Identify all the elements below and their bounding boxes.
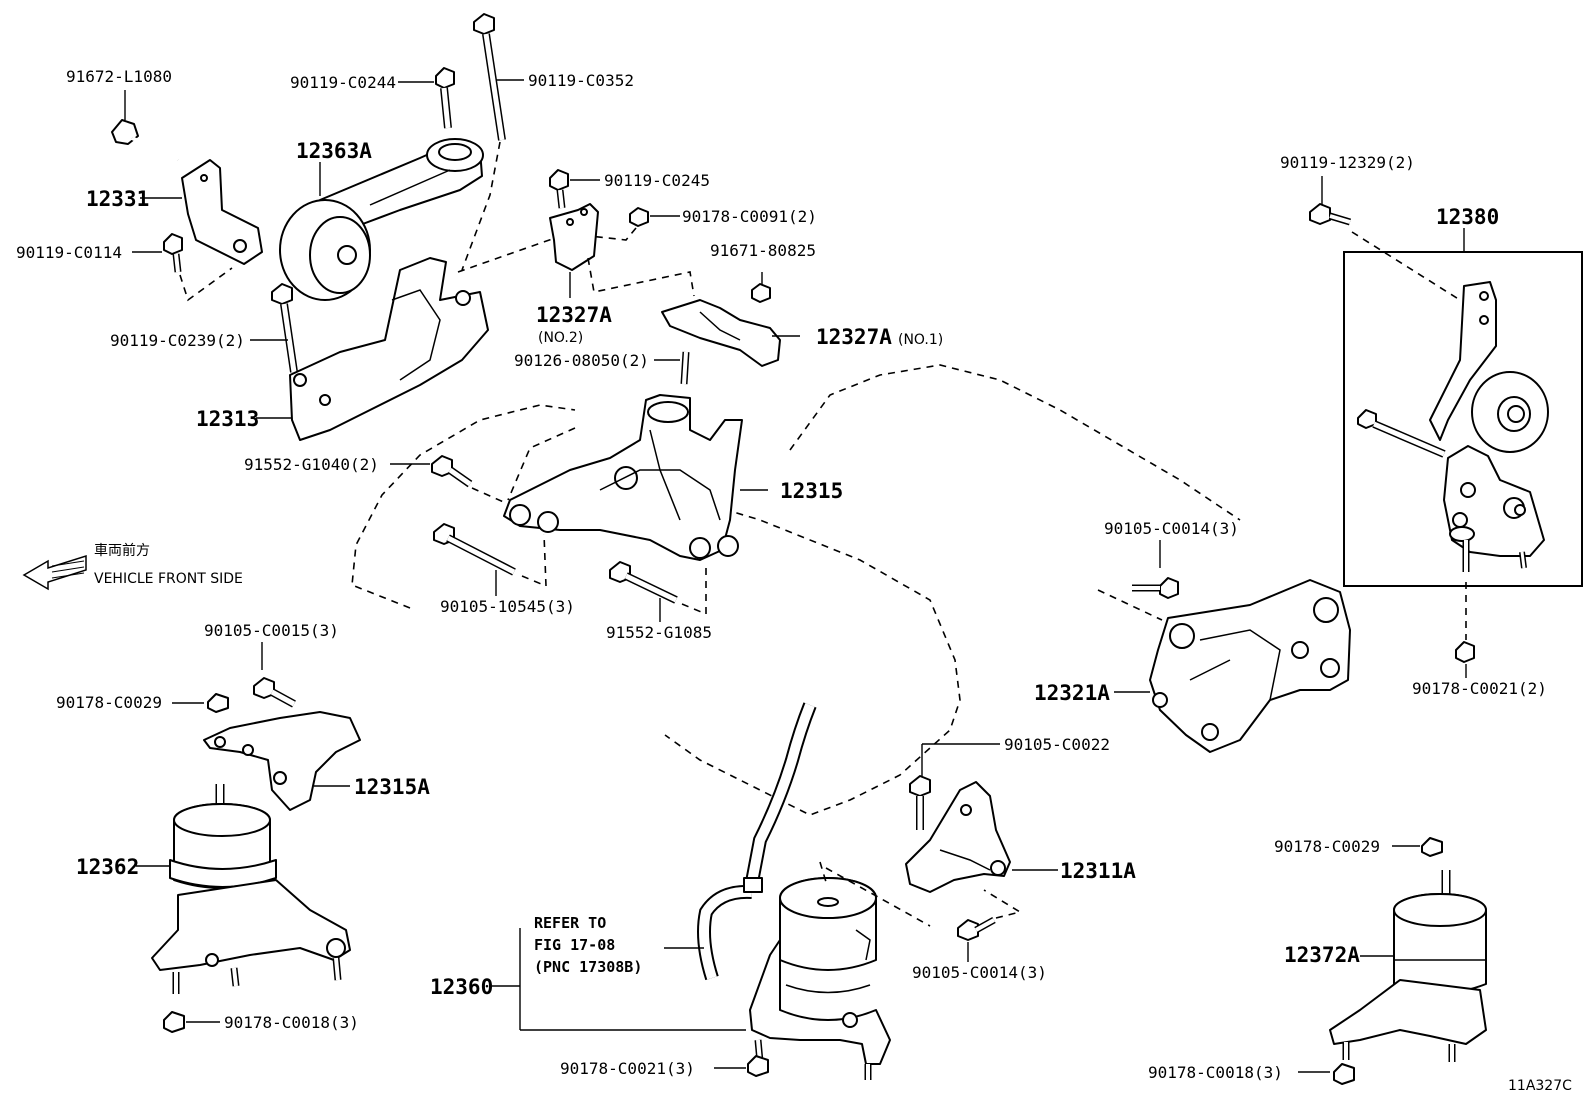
mount-12372A <box>1329 870 1487 1062</box>
label-90119-C0352: 90119-C0352 <box>528 71 634 90</box>
mount-12360 <box>749 861 931 1080</box>
label-12380: 12380 <box>1436 205 1499 229</box>
label-90178-C0021-bottom: 90178-C0021(3) <box>560 1059 695 1078</box>
label-12321A: 12321A <box>1034 681 1110 705</box>
refer-line-3: (PNC 17308B) <box>534 958 642 976</box>
bolt-91552-G1040 <box>431 455 473 488</box>
bolt-90119-C0239 <box>271 283 298 373</box>
label-90119-C0239: 90119-C0239(2) <box>110 331 245 350</box>
refer-bracket-lines <box>492 928 746 1031</box>
bolt-90119-C0244 <box>435 67 455 129</box>
bracket-12311A <box>905 781 1011 893</box>
label-12313: 12313 <box>196 407 259 431</box>
mount-12362 <box>151 784 351 994</box>
label-12327A-no2: 12327A <box>536 303 612 327</box>
bolt-90105-C0015 <box>253 642 296 708</box>
bracket-12321A <box>1149 579 1351 753</box>
bolt-90105-10545 <box>433 523 516 576</box>
label-90178-C0029-right: 90178-C0029 <box>1274 837 1380 856</box>
refer-line-1: REFER TO <box>534 914 606 932</box>
bolt-90119-C0114 <box>163 233 183 273</box>
label-12315A: 12315A <box>354 775 430 799</box>
rod-12363A <box>279 138 484 301</box>
nut-90178-C0021-bottom <box>714 1055 769 1077</box>
label-12327A-no2-sub: (NO.2) <box>538 330 583 346</box>
label-12327A-no1: 12327A <box>816 325 892 349</box>
label-90119-C0245: 90119-C0245 <box>604 171 710 190</box>
bolt-90105-C0022 <box>909 743 1000 830</box>
label-12315: 12315 <box>780 479 843 503</box>
bolt-91672-L1080 <box>111 119 179 162</box>
label-12327A-no1-sub: (NO.1) <box>898 332 943 348</box>
bolt-90119-C0352 <box>473 13 506 141</box>
label-91671-80825: 91671-80825 <box>710 241 816 260</box>
label-12360: 12360 <box>430 975 493 999</box>
nut-box-12380 <box>1309 176 1583 678</box>
bracket-12315 <box>503 394 743 561</box>
bolt-90105-C0014-top <box>1097 540 1179 621</box>
label-90178-C0091: 90178-C0091(2) <box>682 207 817 226</box>
label-90178-C0021-right: 90178-C0021(2) <box>1412 679 1547 698</box>
bolt-91552-G1085 <box>609 561 678 604</box>
label-12362: 12362 <box>76 855 139 879</box>
label-90105-C0014-top: 90105-C0014(3) <box>1104 519 1239 538</box>
diagram-id: 11A327C <box>1508 1078 1572 1094</box>
label-90126-08050: 90126-08050(2) <box>514 351 649 370</box>
label-90178-C0018-right: 90178-C0018(3) <box>1148 1063 1283 1082</box>
bracket-12313 <box>289 257 489 441</box>
label-91552-G1085: 91552-G1085 <box>606 623 712 642</box>
refer-line-2: FIG 17-08 <box>534 936 615 954</box>
label-12363A: 12363A <box>296 139 372 163</box>
nut-90178-C0018-right <box>1298 1063 1355 1085</box>
nut-90178-C0018-left <box>163 1011 220 1033</box>
bracket-12315A <box>203 711 361 811</box>
direction-label-en: VEHICLE FRONT SIDE <box>94 571 243 587</box>
bolt-90119-C0245 <box>549 169 569 209</box>
label-90119-C0244: 90119-C0244 <box>290 73 396 92</box>
nut-90178-C0029-left <box>172 693 229 713</box>
label-90178-C0018-left: 90178-C0018(3) <box>224 1013 359 1032</box>
label-90105-C0022: 90105-C0022 <box>1004 735 1110 754</box>
label-91672-L1080: 91672-L1080 <box>66 67 172 86</box>
vehicle-front-arrow <box>22 554 87 591</box>
nut-90178-C0029-right <box>1392 837 1443 857</box>
label-90119-12329: 90119-12329(2) <box>1280 153 1415 172</box>
label-90105-C0014-bottom: 90105-C0014(3) <box>912 963 1047 982</box>
label-90119-C0114: 90119-C0114 <box>16 243 122 262</box>
bracket-12331 <box>181 159 263 265</box>
hose-12360 <box>697 702 817 981</box>
engine-outline <box>351 364 1241 816</box>
direction-label-jp: 車両前方 <box>94 542 150 559</box>
label-12311A: 12311A <box>1060 859 1136 883</box>
label-12372A: 12372A <box>1284 943 1360 967</box>
label-90178-C0029-left: 90178-C0029 <box>56 693 162 712</box>
label-91552-G1040: 91552-G1040(2) <box>244 455 379 474</box>
bolt-90105-C0014-bottom <box>957 889 1023 962</box>
stud-90126-08050 <box>680 351 690 385</box>
bolt-91671-80825 <box>751 272 771 303</box>
label-12331: 12331 <box>86 187 149 211</box>
bracket-12327A-no1 <box>661 299 781 367</box>
bracket-12327A-no2 <box>549 203 599 271</box>
label-90105-10545: 90105-10545(3) <box>440 597 575 616</box>
label-90105-C0015: 90105-C0015(3) <box>204 621 339 640</box>
nut-90178-C0091 <box>629 207 649 227</box>
